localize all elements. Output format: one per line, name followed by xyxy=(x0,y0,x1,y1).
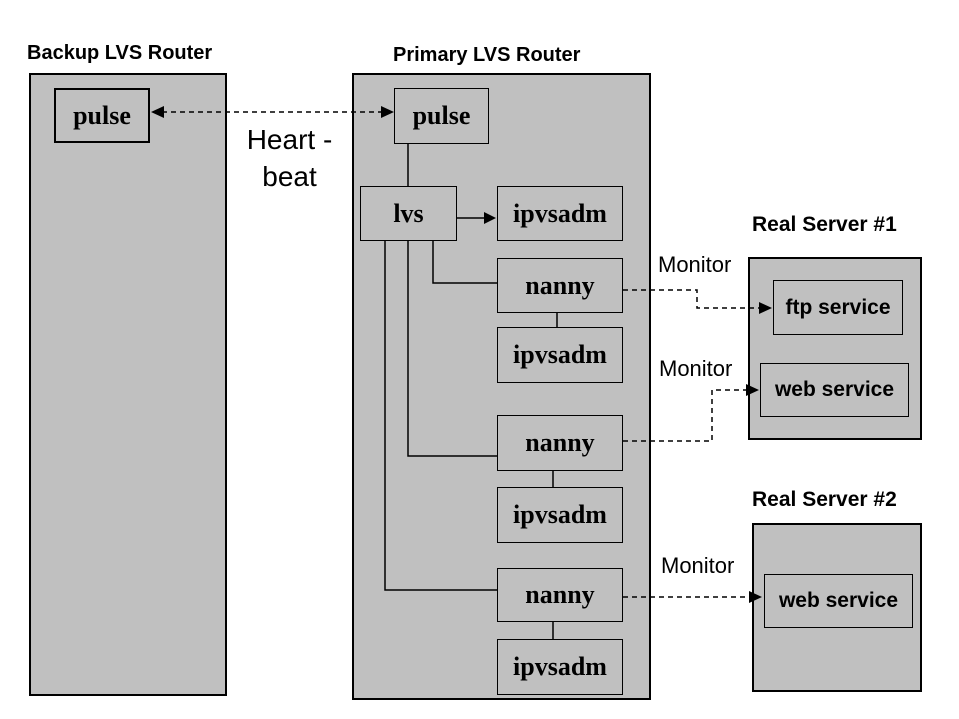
ipvsadm-node: ipvsadm xyxy=(497,639,623,695)
ipvsadm-node: ipvsadm xyxy=(497,487,623,543)
ipvsadm-node: ipvsadm xyxy=(497,327,623,383)
ipvsadm-node: ipvsadm xyxy=(497,186,623,241)
backup-pulse-node: pulse xyxy=(54,88,150,143)
backup-router-title: Backup LVS Router xyxy=(27,42,213,64)
heartbeat-label: Heart - beat xyxy=(227,121,352,195)
nanny-node: nanny xyxy=(497,415,623,471)
primary-router-title: Primary LVS Router xyxy=(393,44,581,66)
web-service-node: web service xyxy=(764,574,913,628)
backup-router-container xyxy=(29,73,227,696)
lvs-node: lvs xyxy=(360,186,457,241)
monitor-label-1: Monitor xyxy=(658,252,732,277)
nanny-node: nanny xyxy=(497,568,623,622)
ftp-service-node: ftp service xyxy=(773,280,903,335)
heartbeat-label-line2: beat xyxy=(262,161,317,192)
real-server-1-title: Real Server #1 xyxy=(752,213,897,236)
nanny-node: nanny xyxy=(497,258,623,313)
primary-pulse-node: pulse xyxy=(394,88,489,144)
heartbeat-label-line1: Heart - xyxy=(246,124,333,155)
real-server-2-title: Real Server #2 xyxy=(752,488,897,511)
web-service-node: web service xyxy=(760,363,909,417)
monitor-label-3: Monitor xyxy=(661,553,735,578)
monitor-label-2: Monitor xyxy=(659,356,733,381)
